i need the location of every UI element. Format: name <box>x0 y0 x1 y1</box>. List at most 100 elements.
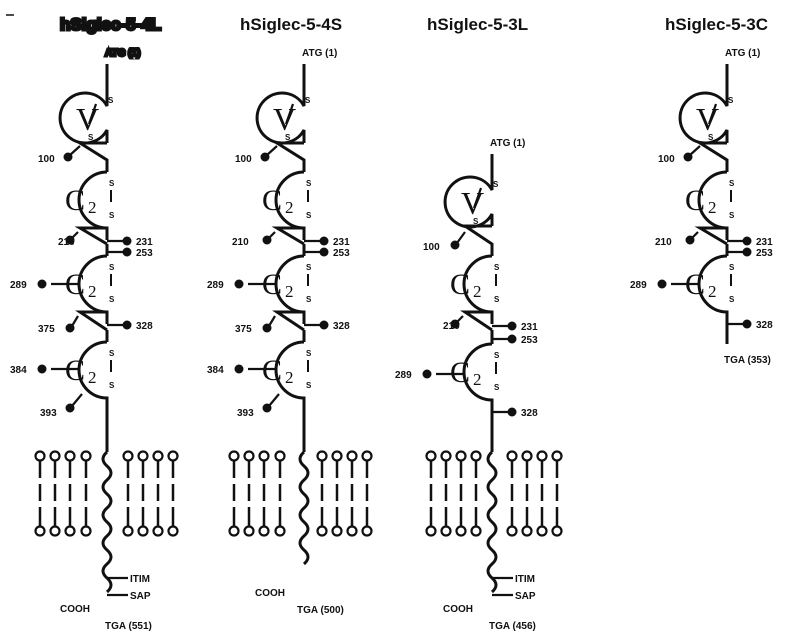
c2-label: C <box>65 184 85 217</box>
sap-label: SAP <box>130 591 151 602</box>
site-label: 289 <box>10 280 27 291</box>
v-domain-4S <box>255 91 306 145</box>
stop-label: TGA (353) <box>724 355 771 366</box>
ss: S <box>494 295 500 304</box>
site-label: 328 <box>333 321 350 332</box>
ss: S <box>729 263 735 272</box>
c2-sub: 2 <box>88 198 97 217</box>
site-label: 210 <box>443 321 460 332</box>
start-4L: ATG (1) <box>105 48 140 59</box>
c2-label: C <box>450 356 470 389</box>
title-4L: hSiglec-5-4L <box>60 15 161 34</box>
site-label: 231 <box>521 322 538 333</box>
ss: S <box>109 263 115 272</box>
c2-sub: 2 <box>285 198 294 217</box>
site-label: 231 <box>333 237 350 248</box>
c2-label: C <box>65 354 85 387</box>
cooh-label: COOH <box>60 604 90 615</box>
site-label: 328 <box>521 408 538 419</box>
site-label: 100 <box>235 154 252 165</box>
ss: S <box>306 349 312 358</box>
isoform-4S: hSiglec-5-4S ATG (1) V S S 100 C 2 S S 2… <box>207 15 373 616</box>
c2-sub: 2 <box>708 198 717 217</box>
ss: S <box>109 179 115 188</box>
site-label: 100 <box>38 154 55 165</box>
site-label: 393 <box>237 408 254 419</box>
c2-sub: 2 <box>88 368 97 387</box>
c2-sub: 2 <box>285 368 294 387</box>
start-3L: ATG (1) <box>490 138 525 149</box>
ss-4L-v-1: S <box>108 96 114 105</box>
site-label: 289 <box>395 370 412 381</box>
isoform-3L: hSiglec-5-3L ATG (1) V S S 100 C 2 S S 2… <box>395 15 563 632</box>
c2-sub: 2 <box>473 282 482 301</box>
site-label: 210 <box>58 237 75 248</box>
ss: S <box>708 133 714 142</box>
c2-sub: 2 <box>285 282 294 301</box>
ss-4L-v-2: S <box>88 133 94 142</box>
ss: S <box>306 381 312 390</box>
ss: S <box>493 180 499 189</box>
v-domain-4L <box>58 91 109 145</box>
ss: S <box>285 133 291 142</box>
ss: S <box>729 211 735 220</box>
ss: S <box>305 96 311 105</box>
ss: S <box>306 179 312 188</box>
site-label: 328 <box>756 320 773 331</box>
itim-label: ITIM <box>515 574 535 585</box>
c2-sub: 2 <box>473 370 482 389</box>
c2-label: C <box>685 184 705 217</box>
title-3L: hSiglec-5-3L <box>427 15 528 34</box>
ss: S <box>109 381 115 390</box>
stop-label: TGA (551) <box>105 621 152 632</box>
glyco-site <box>63 152 73 162</box>
site-label: 393 <box>40 408 57 419</box>
ss: S <box>109 349 115 358</box>
site-label: 231 <box>756 237 773 248</box>
c2-sub: 2 <box>88 282 97 301</box>
ss: S <box>729 295 735 304</box>
ss: S <box>494 263 500 272</box>
site-label: 384 <box>10 365 27 376</box>
v-domain-3C <box>678 91 729 145</box>
stop-label: TGA (500) <box>297 605 344 616</box>
tm-helix-3L <box>486 450 498 594</box>
tm-helix-4L <box>101 450 113 594</box>
c2-label: C <box>450 268 470 301</box>
site-label: 328 <box>136 321 153 332</box>
site-label: 231 <box>136 237 153 248</box>
title-4S: hSiglec-5-4S <box>240 15 342 34</box>
ss: S <box>306 295 312 304</box>
c2-label: C <box>262 184 282 217</box>
ss: S <box>729 179 735 188</box>
c2-domain-4L-3 <box>77 340 109 412</box>
ss: S <box>473 217 479 226</box>
ss: S <box>306 211 312 220</box>
isoform-3C: hSiglec-5-3C ATG (1) V S S 100 C 2 S S 2… <box>630 15 773 366</box>
site-label: 384 <box>207 365 224 376</box>
cooh-label: COOH <box>443 604 473 615</box>
stop-label: TGA (456) <box>489 621 536 632</box>
site-label: 375 <box>235 324 252 335</box>
isoform-4L: hSiglec-5-4L ATG (1) V S S 100 C 2 S S 2… <box>10 14 179 632</box>
c2-label: C <box>262 354 282 387</box>
tm-helix-4S <box>298 450 310 566</box>
ss: S <box>494 383 500 392</box>
site-label: 289 <box>630 280 647 291</box>
start-4S: ATG (1) <box>302 48 337 59</box>
ss: S <box>109 295 115 304</box>
ss: S <box>306 263 312 272</box>
site-label: 375 <box>38 324 55 335</box>
site-label: 210 <box>655 237 672 248</box>
site-label: 289 <box>207 280 224 291</box>
site-label: 253 <box>333 248 350 259</box>
site-label: 253 <box>521 335 538 346</box>
ss: S <box>728 96 734 105</box>
title-3C: hSiglec-5-3C <box>665 15 768 34</box>
itim-label: ITIM <box>130 574 150 585</box>
site-label: 210 <box>232 237 249 248</box>
site-label: 100 <box>423 242 440 253</box>
cooh-label: COOH <box>255 588 285 599</box>
c2-sub: 2 <box>708 282 717 301</box>
